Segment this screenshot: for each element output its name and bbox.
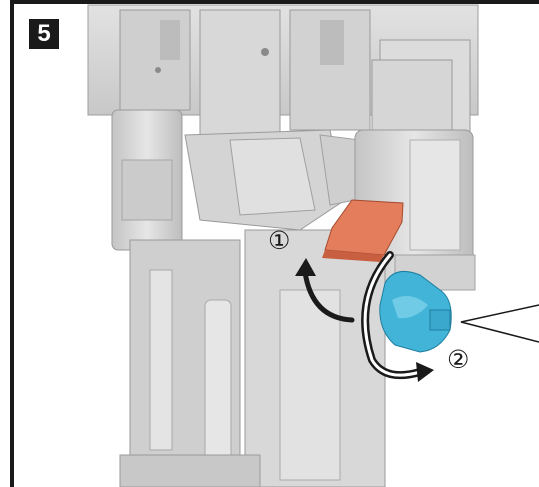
- callout-2: ②: [447, 345, 470, 374]
- robot-legs: [119, 229, 386, 487]
- callout-leader: [460, 304, 539, 343]
- panel-frame: [10, 0, 539, 487]
- orange-tab-part: [322, 199, 404, 262]
- blue-hand-part: [379, 270, 452, 353]
- step-number-badge: 5: [29, 19, 59, 49]
- callout-1: ①: [268, 226, 291, 255]
- arrow-step-1: [295, 258, 355, 323]
- arrow-step-2: [361, 251, 434, 382]
- robot-waist-armor: [184, 129, 361, 231]
- robot-left-arm: [111, 109, 183, 251]
